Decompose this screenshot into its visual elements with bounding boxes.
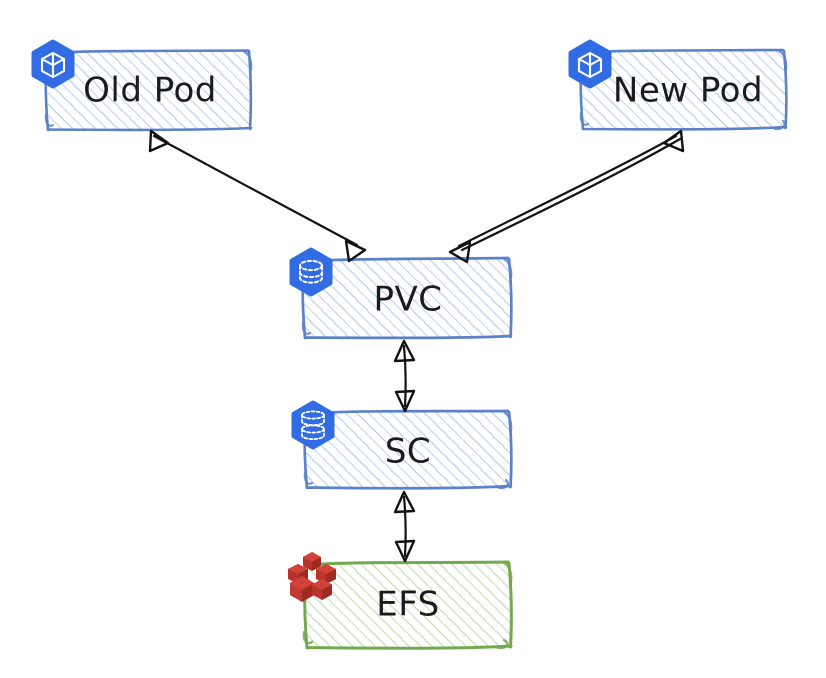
pvc-to-sc-line — [402, 344, 407, 408]
efs-border — [303, 560, 513, 650]
new-pod-label: New Pod — [613, 71, 763, 111]
new-pod-to-pvc-line-second — [460, 137, 682, 252]
pvc-fill — [304, 258, 511, 338]
node-old-pod[interactable]: Old Pod — [31, 39, 253, 132]
node-new-pod[interactable]: New Pod — [568, 39, 788, 131]
new-pod-border — [579, 48, 788, 131]
sc-border — [303, 409, 513, 490]
node-pvc[interactable]: PVC — [289, 247, 513, 340]
old-pod-to-pvc-arrowhead-end — [344, 239, 367, 263]
old-pod-to-pvc-arrowhead-start — [148, 129, 170, 153]
node-efs[interactable]: EFS — [288, 552, 513, 650]
pvc-to-sc-arrowhead-top — [393, 339, 416, 363]
old-pod-border — [44, 49, 253, 132]
sc-to-efs-arrowhead-top — [393, 490, 416, 514]
pvc-border-overshoot — [301, 257, 513, 335]
old-pod-fill — [47, 50, 251, 130]
edge-new-pod-to-pvc[interactable] — [448, 129, 685, 264]
sc-fill — [306, 411, 511, 488]
new-pod-border-overshoot — [579, 49, 788, 131]
pvc-to-sc-arrowhead-bottom — [394, 389, 416, 413]
old-pod-label: Old Pod — [83, 71, 217, 111]
sc-label: SC — [385, 432, 431, 472]
new-pod-to-pvc-arrowhead-end — [448, 240, 472, 264]
sc-to-efs-arrowhead-bottom — [394, 539, 416, 563]
pvc-label: PVC — [373, 280, 442, 320]
old-pod-border-overshoot — [44, 50, 253, 127]
edge-old-pod-to-pvc[interactable] — [148, 129, 367, 263]
edge-pvc-to-sc[interactable] — [393, 339, 416, 413]
sc-border-overshoot — [303, 410, 513, 490]
kubernetes-pvc-icon — [289, 247, 333, 297]
kubernetes-storageclass-icon — [291, 400, 335, 450]
new-pod-fill — [582, 51, 786, 129]
efs-fill — [306, 562, 511, 648]
aws-efs-icon — [288, 552, 336, 602]
new-pod-to-pvc-arrowhead-start — [662, 129, 685, 153]
edge-sc-to-efs[interactable] — [393, 490, 416, 563]
pvc-border — [301, 256, 513, 340]
old-pod-to-pvc-line — [152, 134, 359, 247]
efs-border-overshoot — [302, 561, 513, 650]
new-pod-to-pvc-line — [457, 134, 678, 248]
kubernetes-pod-icon — [568, 39, 612, 89]
sc-to-efs-line — [402, 495, 407, 558]
efs-label: EFS — [376, 585, 440, 625]
kubernetes-pod-icon — [31, 39, 75, 89]
node-sc[interactable]: SC — [291, 400, 513, 490]
